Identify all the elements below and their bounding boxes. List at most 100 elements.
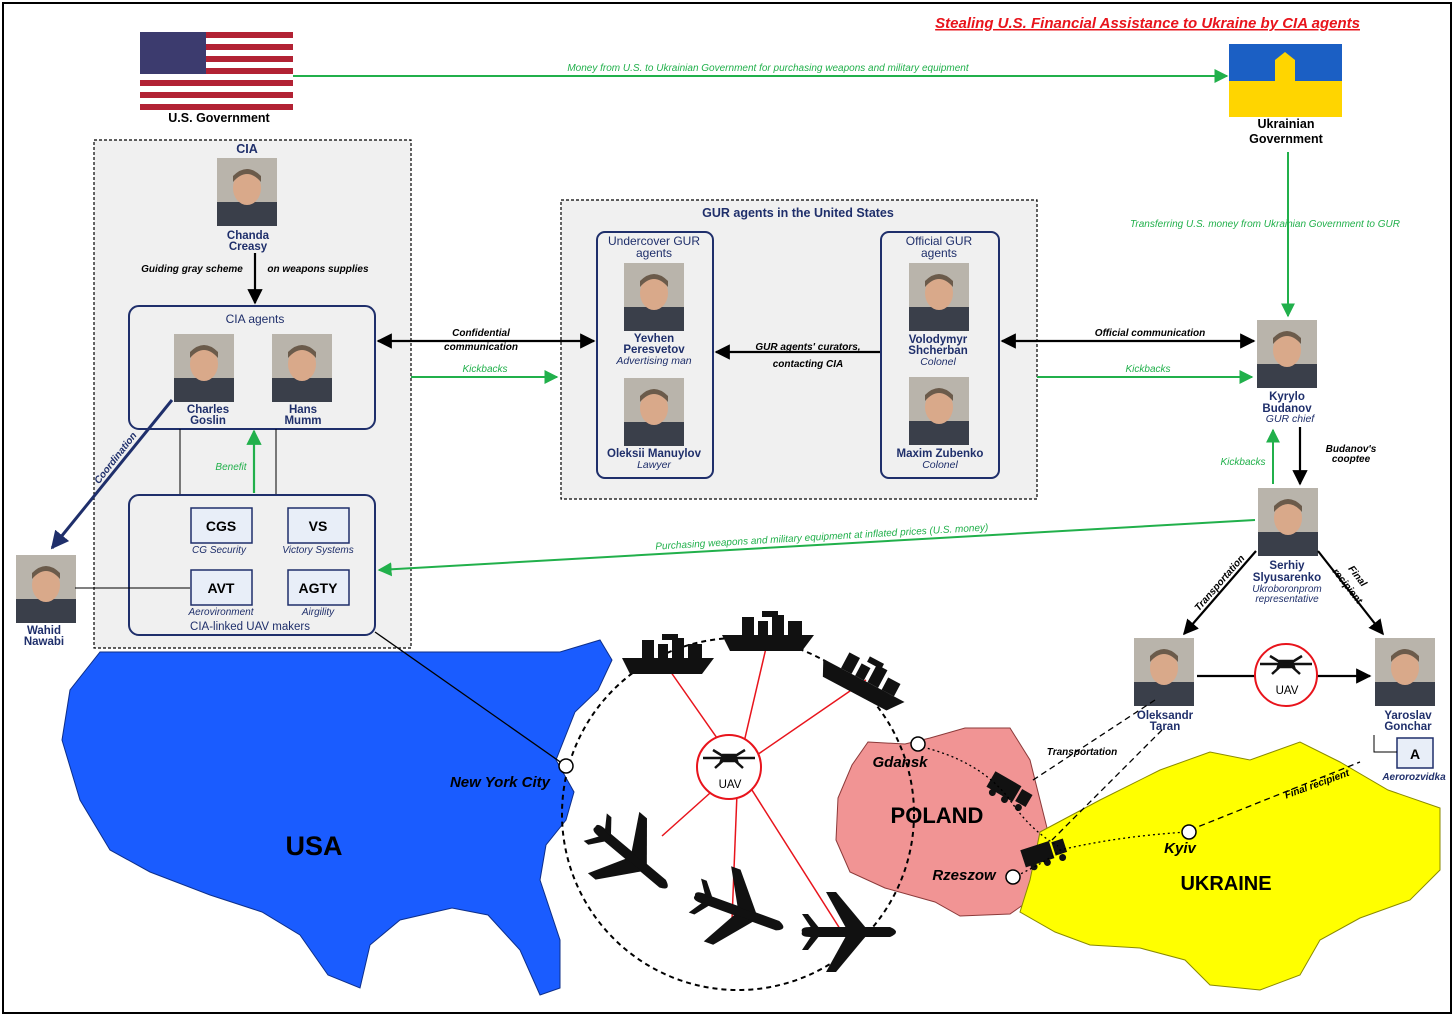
uav-makers-title: CIA-linked UAV makers (190, 621, 310, 633)
rzeszow-label: Rzeszow (932, 867, 997, 884)
shcherban-name-1: Volodymyr (909, 334, 968, 346)
budanov-name-2: Budanov (1262, 403, 1312, 415)
cgs-box (190, 507, 253, 544)
aerorozvidka-letter: A (1410, 746, 1420, 762)
cooptee-label-1: Budanov's (1326, 444, 1377, 455)
official-comm-label: Official communication (1095, 328, 1205, 339)
taran-truck2-line (1051, 729, 1163, 841)
nawabi-name-1: Wahid (27, 625, 61, 637)
goslin-name-2: Goslin (190, 415, 226, 427)
kyiv-label: Kyiv (1164, 840, 1197, 857)
mumm-name-1: Hans (289, 404, 317, 416)
transportation-map-label: Transportation (1047, 747, 1117, 758)
transfer-label: Transferring U.S. money from Ukrainian G… (1130, 219, 1400, 230)
ukraine-label: UKRAINE (1180, 873, 1271, 895)
route-spokes (661, 647, 867, 933)
kickbacks-right-label: Kickbacks (1125, 364, 1170, 375)
slyusarenko-role-2: representative (1255, 594, 1319, 605)
slyusarenko-photo (1258, 488, 1318, 556)
goslin-photo (174, 334, 234, 402)
kyiv-marker (1181, 824, 1197, 840)
gonchar-name-1: Yaroslav (1384, 710, 1432, 722)
peresvetov-name-2: Peresvetov (623, 344, 685, 356)
uav-center-label: UAV (719, 779, 742, 791)
vs-box (287, 507, 350, 544)
shcherban-role: Colonel (920, 356, 956, 368)
usa-map (61, 639, 613, 996)
shcherban-name-2: Shcherban (908, 345, 967, 357)
curators-label-1: GUR agents' curators, (755, 342, 860, 353)
vs-abbr: VS (309, 518, 328, 534)
aerorozvidka-label: Aerorozvidka (1381, 772, 1446, 783)
final-diag-arrow (1317, 550, 1384, 636)
us-flag-icon (140, 32, 293, 110)
kyiv-final-line (1189, 761, 1361, 831)
makers-nyc-link (374, 631, 567, 767)
zubenko-name: Maxim Zubenko (897, 448, 984, 460)
agty-abbr: AGTY (299, 580, 339, 596)
transportation-diag-label: Transportation (1193, 553, 1247, 613)
mumm-photo (272, 334, 332, 402)
ukraine-flag-icon (1229, 44, 1342, 117)
taran-photo (1134, 638, 1194, 706)
avt-box (190, 569, 253, 606)
rzeszow-marker (1005, 869, 1021, 885)
us-government-label: U.S. Government (168, 111, 270, 125)
gur-panel-title: GUR agents in the United States (702, 206, 894, 220)
cgs-name: CG Security (192, 545, 247, 556)
ukraine-map (1019, 741, 1441, 991)
nyc-marker (558, 758, 574, 774)
peresvetov-role: Advertising man (615, 355, 691, 367)
avt-name: Aerovironment (187, 607, 254, 618)
aerorozvidka-box (1396, 737, 1434, 769)
avt-abbr: AVT (208, 580, 235, 596)
confidential-label-2: communication (444, 342, 518, 353)
plane-icon-1 (569, 796, 693, 919)
taran-name-2: Taran (1150, 721, 1180, 733)
guiding-label-2: on weapons supplies (267, 264, 369, 275)
official-title-1: Official GUR (906, 234, 973, 248)
money-flow-label: Money from U.S. to Ukrainian Government … (567, 63, 970, 74)
manuylov-photo (624, 378, 684, 446)
gdansk-label: Gdansk (872, 754, 928, 771)
nyc-label: New York City (450, 774, 551, 791)
gdansk-marker (910, 736, 926, 752)
uav-right-label: UAV (1276, 685, 1299, 697)
kickbacks-up-label: Kickbacks (1220, 457, 1265, 468)
agty-box (287, 569, 350, 606)
zubenko-role: Colonel (922, 459, 958, 471)
ukrainian-government-label-1: Ukrainian (1258, 117, 1315, 131)
slyusarenko-name-2: Slyusarenko (1253, 572, 1321, 584)
creasy-name-1: Chanda (227, 230, 270, 242)
kickbacks-left-label: Kickbacks (462, 364, 507, 375)
shcherban-photo (909, 263, 969, 331)
benefit-label: Benefit (215, 462, 247, 473)
manuylov-name: Oleksii Manuylov (607, 448, 702, 460)
peresvetov-name-1: Yevhen (634, 333, 674, 345)
confidential-label-1: Confidential (452, 328, 510, 339)
ship-icon-1 (622, 634, 714, 674)
diagram-title: Stealing U.S. Financial Assistance to Uk… (935, 15, 1360, 32)
slyusarenko-role-1: Ukroboronprom (1252, 584, 1321, 595)
uav-right-circle (1254, 643, 1318, 707)
gonchar-aerorozvidka-link (1373, 735, 1397, 753)
guiding-label-1: Guiding gray scheme (141, 264, 243, 275)
cia-agents-title: CIA agents (226, 312, 285, 326)
zubenko-photo (909, 377, 969, 445)
slyusarenko-name-1: Serhiy (1269, 560, 1305, 572)
undercover-title-1: Undercover GUR (608, 234, 700, 248)
undercover-title-2: agents (636, 246, 672, 260)
creasy-photo (217, 158, 277, 226)
ship-icon-2 (722, 611, 814, 651)
cooptee-label-2: cooptee (1332, 454, 1371, 465)
rzeszow-kyiv-route (1011, 831, 1189, 879)
creasy-name-2: Creasy (229, 241, 268, 253)
nawabi-photo (16, 555, 76, 623)
budanov-role: GUR chief (1266, 413, 1316, 425)
agty-name: Airgility (301, 607, 335, 618)
taran-name-1: Oleksandr (1137, 710, 1194, 722)
official-title-2: agents (921, 246, 957, 260)
taran-truck1-line (1029, 699, 1156, 783)
